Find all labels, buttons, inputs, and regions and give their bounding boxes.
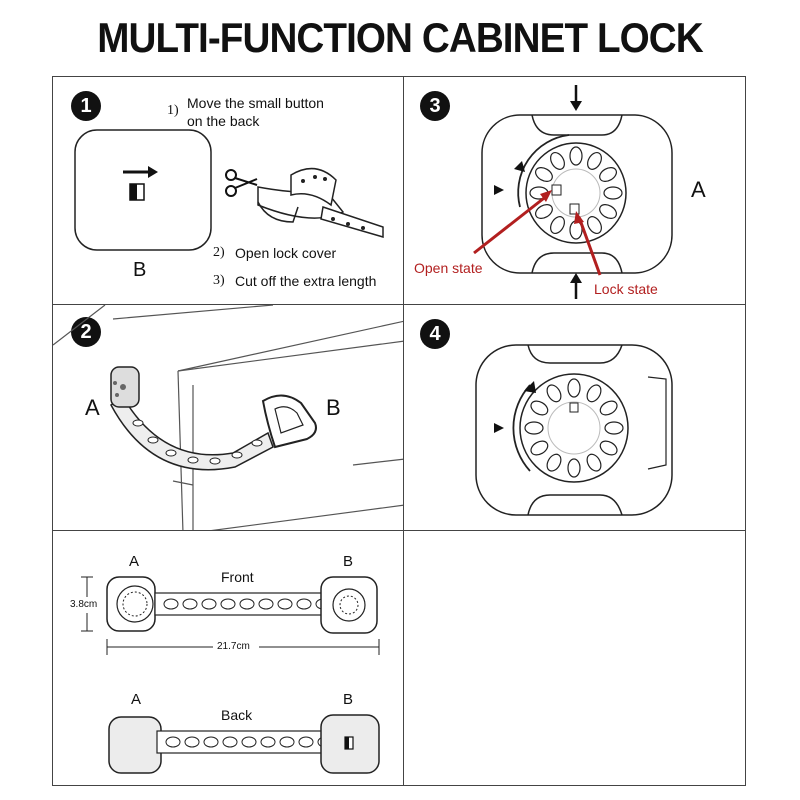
dial-notch xyxy=(599,204,617,219)
dial-notch xyxy=(599,400,618,416)
page-title: MULTI-FUNCTION CABINET LOCK xyxy=(97,14,703,61)
dial-notch xyxy=(604,421,624,435)
dial-notch xyxy=(530,440,549,456)
panel-step-4: 4 xyxy=(403,304,746,532)
dial-notch xyxy=(546,384,562,403)
dial-notch xyxy=(603,186,623,200)
dial-notch xyxy=(535,204,553,219)
panel-dimensions: A B Front 3.8cm 21.7cm A B Back xyxy=(52,530,404,786)
lock-dial-rotate-illustration xyxy=(475,344,673,516)
dial-notch xyxy=(587,216,602,234)
panel-empty xyxy=(403,530,746,786)
label-a: A xyxy=(85,395,100,420)
strap-hole xyxy=(298,736,314,748)
dial-notch xyxy=(599,167,617,182)
dial-notch xyxy=(599,440,618,456)
front-label-a: A xyxy=(129,553,140,570)
panel-step-2: 2 A B xyxy=(52,304,404,532)
strap-hole xyxy=(203,736,219,748)
strap-hole xyxy=(201,598,217,610)
dial-notch xyxy=(546,453,562,472)
strap-hole xyxy=(239,598,255,610)
strap-hole xyxy=(184,736,200,748)
step-2-text: Open lock cover xyxy=(235,245,337,261)
lock-state-label: Lock state xyxy=(594,281,658,297)
lock-back-illustration xyxy=(74,129,384,251)
open-state-label: Open state xyxy=(414,260,483,276)
panel-step-1: 1 1) Move the small button on the back 2… xyxy=(52,76,404,306)
length-dimension: 21.7cm xyxy=(217,641,250,652)
front-label-b: B xyxy=(343,553,354,570)
step-number-4: 4 xyxy=(420,319,450,349)
strap-hole xyxy=(258,598,274,610)
step-1-number: 1) xyxy=(167,103,179,118)
lock-dial-open-lock-illustration xyxy=(473,85,673,299)
strap-hole xyxy=(296,598,312,610)
dial-notch xyxy=(524,421,544,435)
step-number-1: 1 xyxy=(71,91,101,121)
dial-notch xyxy=(586,453,602,472)
strap-hole xyxy=(260,736,276,748)
dial-notch xyxy=(535,167,553,182)
strap-hole xyxy=(222,736,238,748)
step-number-3: 3 xyxy=(420,91,450,121)
back-label: Back xyxy=(221,707,253,723)
front-label: Front xyxy=(221,569,254,585)
height-dimension: 3.8cm xyxy=(70,599,98,610)
dial-notch xyxy=(530,400,549,416)
step-2-number: 2) xyxy=(213,245,225,260)
label-b: B xyxy=(326,395,341,420)
dial-notch xyxy=(567,378,581,398)
step-3-text: Cut off the extra length xyxy=(235,273,377,289)
dial-notch xyxy=(550,152,565,170)
strap-hole xyxy=(165,736,181,748)
strap-hole xyxy=(241,736,257,748)
dial-notch xyxy=(586,384,602,403)
dial-notch xyxy=(569,146,583,166)
strap-hole xyxy=(163,598,179,610)
scissors-icon xyxy=(225,169,258,197)
step-1-text-line1: Move the small button xyxy=(187,95,324,111)
dial-notch xyxy=(587,152,602,170)
panel-step-3: 3 A Open state Lock state xyxy=(403,76,746,306)
back-label-b: B xyxy=(343,691,354,708)
cabinet-install-illustration xyxy=(53,305,403,531)
strap-hole xyxy=(277,598,293,610)
label-b: B xyxy=(133,259,147,281)
strap-hole xyxy=(220,598,236,610)
step-1-text-line2: on the back xyxy=(187,113,260,129)
step-3-number: 3) xyxy=(213,273,225,288)
dial-notch xyxy=(550,216,565,234)
dimension-diagram xyxy=(81,576,380,774)
label-a: A xyxy=(691,177,706,202)
strap-hole xyxy=(279,736,295,748)
back-label-a: A xyxy=(131,691,142,708)
dial-notch xyxy=(567,458,581,478)
strap-hole xyxy=(182,598,198,610)
step-number-2: 2 xyxy=(71,317,101,347)
